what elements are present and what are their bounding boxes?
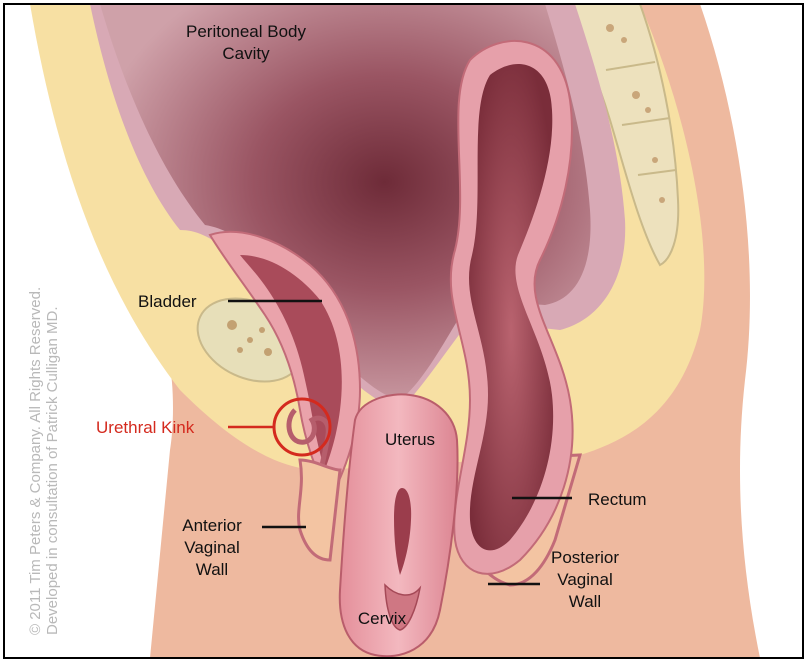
label-posterior-line1: Posterior <box>551 548 619 567</box>
label-cervix: Cervix <box>358 609 407 628</box>
label-anterior-line2: Vaginal <box>184 538 239 557</box>
label-posterior-line3: Wall <box>569 592 601 611</box>
label-rectum: Rectum <box>588 490 647 509</box>
label-urethral-kink: Urethral Kink <box>96 418 195 437</box>
copyright-notice: © 2011 Tim Peters & Company. All Rights … <box>27 287 61 635</box>
label-peritoneal-line1: Peritoneal Body <box>186 22 307 41</box>
label-bladder: Bladder <box>138 292 197 311</box>
label-uterus: Uterus <box>385 430 435 449</box>
label-posterior-line2: Vaginal <box>557 570 612 589</box>
copyright-line1: © 2011 Tim Peters & Company. All Rights … <box>27 287 44 635</box>
label-peritoneal-line2: Cavity <box>222 44 270 63</box>
label-anterior-line1: Anterior <box>182 516 242 535</box>
label-anterior-line3: Wall <box>196 560 228 579</box>
copyright-line2: Developed in consultation of Patrick Cul… <box>44 307 61 636</box>
